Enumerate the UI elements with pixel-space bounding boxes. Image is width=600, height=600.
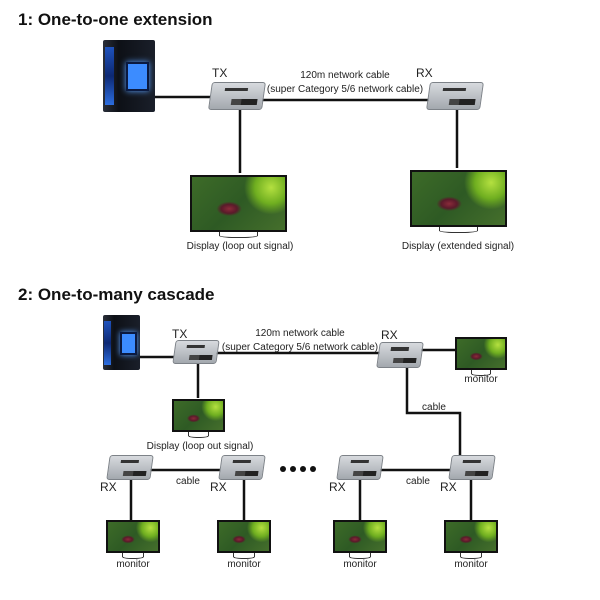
s2-rx-cascade-cable <box>405 366 462 458</box>
s2-bottom-rx-2 <box>218 455 266 480</box>
s2-bottom-monitor-3 <box>333 520 387 559</box>
ellipsis-dot <box>300 466 306 472</box>
s1-tx-transmitter <box>208 82 266 110</box>
s2-bottom-monitor-2 <box>217 520 271 559</box>
s2-bottom-rx-label-2: RX <box>210 480 227 494</box>
s1-display-extended-label: Display (extended signal) <box>401 241 515 252</box>
ellipsis-dot <box>310 466 316 472</box>
s2-bottom-cable-label-2: cable <box>406 476 430 487</box>
s2-rx-monitor <box>455 337 507 376</box>
s2-display-loop-label: Display (loop out signal) <box>146 441 254 452</box>
s2-bottom-rx-3 <box>336 455 384 480</box>
s1-cable-label-1: 120m network cable <box>300 70 390 81</box>
s2-bottom-monitor-4 <box>444 520 498 559</box>
s1-extended-display <box>410 170 507 233</box>
s2-cascade-cable-label: cable <box>422 402 446 413</box>
s2-bottom-cable-label-1: cable <box>176 476 200 487</box>
pc-tower-icon <box>103 40 155 112</box>
s2-bottom-monitor-label-4: monitor <box>454 559 488 570</box>
s2-bottom-rx-1 <box>106 455 154 480</box>
s2-bottom-rx-label-1: RX <box>100 480 117 494</box>
ellipsis-dot <box>280 466 286 472</box>
s2-loop-display <box>172 399 225 438</box>
s2-rx-label: RX <box>381 328 398 342</box>
s2-bottom-monitor-label-1: monitor <box>116 559 150 570</box>
s2-cable-label-1: 120m network cable <box>255 328 345 339</box>
s2-rx-monitor-label: monitor <box>464 374 498 385</box>
s2-bottom-monitor-1 <box>106 520 160 559</box>
s2-bottom-rx-label-4: RX <box>440 480 457 494</box>
s2-bottom-monitor-label-3: monitor <box>343 559 377 570</box>
s2-bottom-monitor-label-2: monitor <box>227 559 261 570</box>
s1-rx-receiver <box>426 82 484 110</box>
s1-cable-label-2: (super Category 5/6 network cable) <box>266 84 424 95</box>
s2-bottom-rx-4 <box>448 455 496 480</box>
section1-title: 1: One-to-one extension <box>18 10 213 29</box>
s2-bottom-rx-label-3: RX <box>329 480 346 494</box>
section2-title: 2: One-to-many cascade <box>18 285 215 304</box>
s2-tx-label: TX <box>172 327 188 341</box>
s1-tx-label: TX <box>212 66 228 80</box>
s2-tx-transmitter <box>172 340 220 364</box>
ellipsis-dot <box>290 466 296 472</box>
pc-tower-icon <box>103 315 140 370</box>
s1-rx-label: RX <box>416 66 433 80</box>
s1-display-loop-label: Display (loop out signal) <box>186 241 294 252</box>
s2-rx-receiver <box>376 342 424 368</box>
s1-loop-display <box>190 175 287 238</box>
s2-cable-label-2: (super Category 5/6 network cable) <box>221 342 379 353</box>
